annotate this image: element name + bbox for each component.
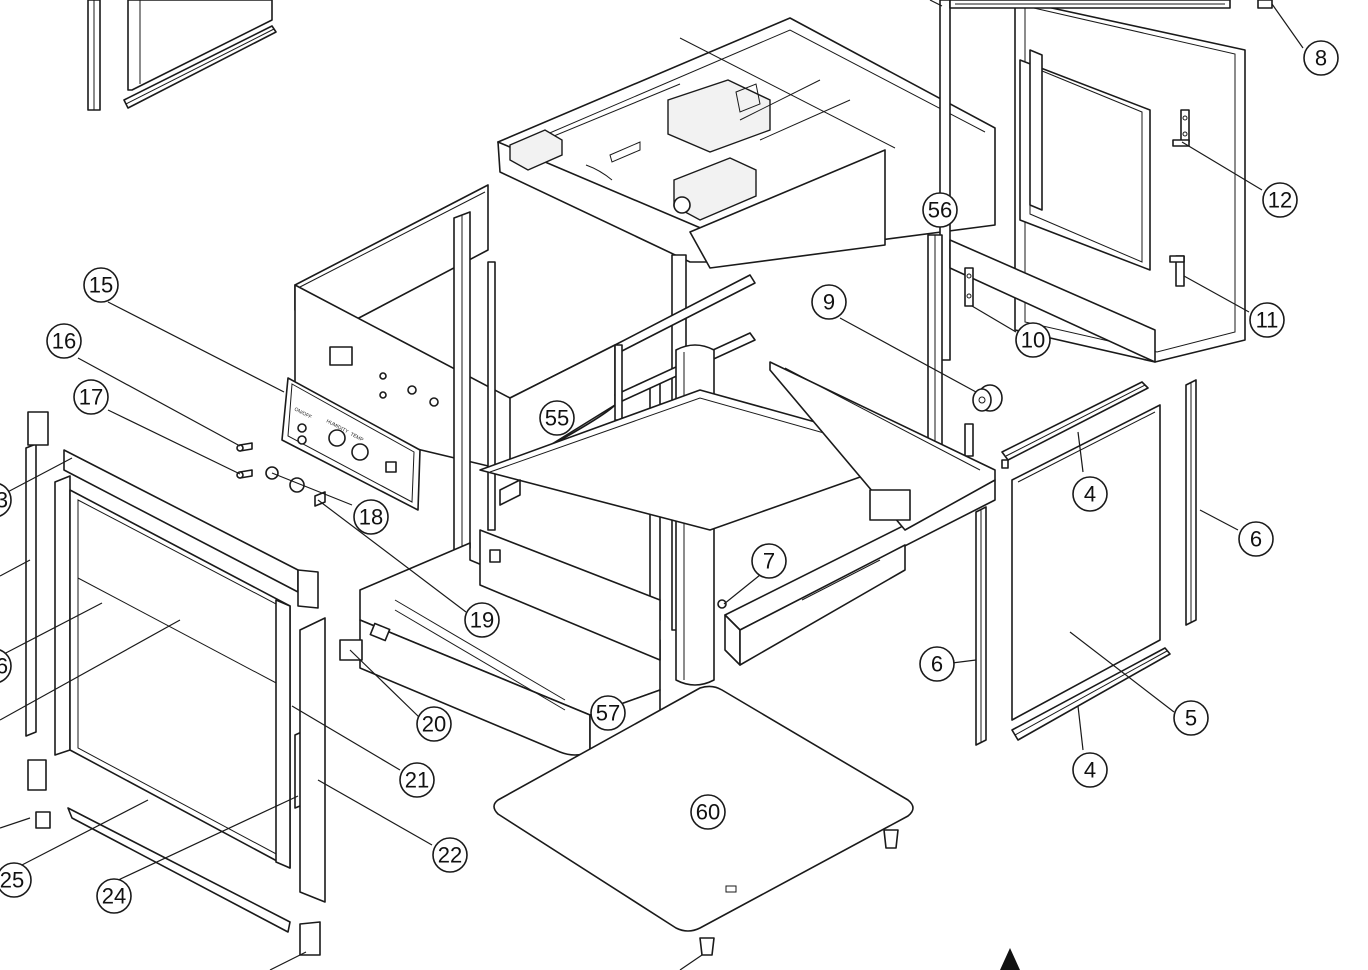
callout-15: 15 [83, 267, 119, 303]
callout-16: 16 [46, 323, 82, 359]
callout-55: 55 [539, 400, 575, 436]
callout-21-label: 21 [405, 768, 429, 793]
callout-21: 21 [399, 762, 435, 798]
callout-25: 25 [0, 862, 32, 898]
fasteners [236, 442, 326, 507]
bottom-frame-57 [359, 389, 881, 756]
callout-10-label: 10 [1021, 328, 1045, 353]
right-door-frame [949, 0, 1273, 363]
left-door [25, 411, 363, 956]
callout-4-top-label: 4 [1084, 482, 1096, 507]
callout-17: 17 [73, 379, 109, 415]
callout-60: 60 [690, 794, 726, 830]
callout-3-partial: 3 [0, 483, 12, 517]
callout-19-label: 19 [470, 608, 494, 633]
side-rail-4-bottom [1011, 647, 1171, 741]
callout-4-bottom-label: 4 [1084, 758, 1096, 783]
control-panel-15: ON/OFF HUMIDITY TEMP [281, 377, 421, 511]
callout-57: 57 [590, 695, 626, 731]
up-arrow-icon [1000, 948, 1020, 970]
callout-9: 9 [811, 284, 847, 320]
callout-55-label: 55 [545, 406, 569, 431]
callout-57-label: 57 [596, 701, 620, 726]
callout-22-label: 22 [438, 843, 462, 868]
callout-22: 22 [432, 837, 468, 873]
callout-12: 12 [1262, 182, 1298, 218]
callout-24: 24 [96, 878, 132, 914]
callout-11: 11 [1249, 302, 1285, 338]
callout-3-partial-label: 3 [0, 488, 8, 513]
callout-4-top: 4 [1072, 476, 1108, 512]
bracket-12 [1172, 109, 1190, 147]
callout-56-label: 56 [928, 198, 952, 223]
callout-5: 5 [1173, 700, 1209, 736]
door-fragment-top-left [87, 0, 277, 111]
callout-9-label: 9 [823, 290, 835, 315]
callout-17-label: 17 [79, 385, 103, 410]
leader-lines [0, 0, 1304, 970]
callout-60-label: 60 [696, 800, 720, 825]
top-housing-56 [497, 17, 996, 269]
callout-8: 8 [1303, 40, 1339, 76]
callout-20-label: 20 [422, 712, 446, 737]
callout-11-label: 11 [1256, 308, 1279, 333]
callout-6-left: 6 [919, 646, 955, 682]
side-rail-4-top [1001, 381, 1149, 469]
side-strip-6-right [1185, 379, 1197, 626]
bracket-11 [1169, 255, 1185, 287]
side-strip-6-left [975, 506, 987, 746]
callout-20: 20 [416, 706, 452, 742]
callout-12-label: 12 [1268, 188, 1292, 213]
callout-6-right: 6 [1238, 521, 1274, 557]
callout-5-label: 5 [1185, 706, 1197, 731]
callout-16-label: 16 [52, 329, 76, 354]
callout-56: 56 [922, 192, 958, 228]
bracket-10 [964, 267, 974, 307]
callout-25-label: 25 [0, 868, 24, 893]
callout-24-label: 24 [102, 884, 126, 909]
callout-7-label: 7 [763, 549, 775, 574]
callout-10: 10 [1015, 322, 1051, 358]
callout-4-bottom: 4 [1072, 752, 1108, 788]
right-bottom-frame [717, 361, 996, 666]
callout-8-label: 8 [1315, 46, 1327, 71]
callout-6-left-label: 6 [931, 652, 943, 677]
side-panel-5 [1011, 404, 1161, 721]
callout-18-label: 18 [359, 505, 383, 530]
callout-7: 7 [751, 543, 787, 579]
bracket-lower-right [964, 423, 974, 457]
callout-6-partial-label: 6 [0, 654, 8, 679]
roller-9 [972, 384, 1003, 412]
callout-19: 19 [464, 602, 500, 638]
callout-18: 18 [353, 499, 389, 535]
callout-6-right-label: 6 [1250, 527, 1262, 552]
callout-15-label: 15 [89, 273, 113, 298]
callout-6-partial: 6 [0, 649, 12, 683]
